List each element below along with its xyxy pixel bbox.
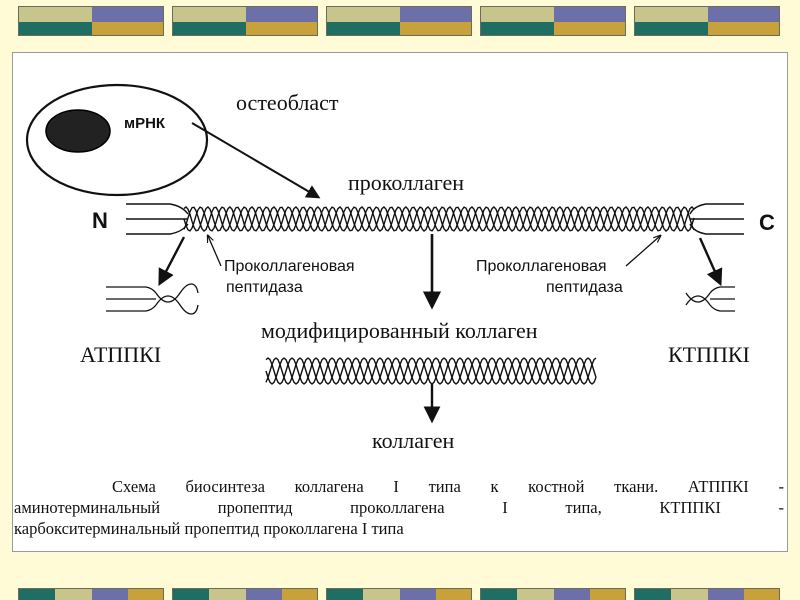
secretion-arrow <box>191 122 321 199</box>
procollagen-label: проколлаген <box>348 170 465 195</box>
left-peptidase-label-line2: пептидаза <box>226 279 303 296</box>
helix-strand <box>183 206 695 232</box>
decor-tile <box>172 6 318 36</box>
decor-tile <box>172 588 318 600</box>
modified-collagen-label: модифицированный коллаген <box>261 318 538 343</box>
slide-content-panel <box>12 52 788 552</box>
decor-tile <box>18 6 164 36</box>
helix-strand <box>265 357 597 385</box>
helix-strand <box>183 206 695 232</box>
figure-caption: Схема биосинтеза коллагена I типа к кост… <box>14 476 784 539</box>
left-peptidase-pointer <box>208 236 222 267</box>
right-fragment-label: КТППКI <box>668 342 750 367</box>
procollagen-helix <box>183 206 695 232</box>
mrna-label: мРНК <box>124 115 166 132</box>
procollagen-left-tails <box>126 203 189 235</box>
caption-line-2: аминотерминальный пропептид проколлагена… <box>14 498 784 517</box>
collagen-label: коллаген <box>372 428 455 453</box>
left-fragment-label: АТППКI <box>80 342 162 367</box>
decor-tile <box>634 588 780 600</box>
decor-tile <box>480 6 626 36</box>
n-terminal-fragment <box>106 283 199 315</box>
right-peptidase-pointer <box>625 236 660 267</box>
right-cleavage-arrow <box>698 237 723 287</box>
top-decoration-band <box>0 6 800 38</box>
cell-nucleus <box>45 109 111 153</box>
modified-collagen-helix <box>265 357 597 385</box>
procollagen-right-tails <box>689 203 744 235</box>
decor-tile <box>18 588 164 600</box>
osteoblast-label: остеобласт <box>236 90 339 115</box>
right-peptidase-label-line2: пептидаза <box>546 279 623 296</box>
helix-strand <box>265 357 597 385</box>
left-cleavage-arrow <box>158 236 186 286</box>
decor-tile <box>326 6 472 36</box>
bottom-decoration-band <box>0 588 800 600</box>
caption-line-1: Схема биосинтеза коллагена I типа к кост… <box>112 477 784 496</box>
c-terminal-fragment <box>685 286 735 312</box>
osteoblast-cell <box>25 83 209 197</box>
helix-strand <box>265 357 597 385</box>
decor-tile <box>634 6 780 36</box>
caption-line-3: карбокситерминальный пропептид проколлаг… <box>14 519 404 538</box>
c-terminus-label: C <box>759 210 775 235</box>
n-terminus-label: N <box>92 208 108 233</box>
decor-tile <box>480 588 626 600</box>
decor-tile <box>326 588 472 600</box>
right-peptidase-label-line1: Проколлагеновая <box>476 258 607 275</box>
left-peptidase-label-line1: Проколлагеновая <box>224 258 355 275</box>
